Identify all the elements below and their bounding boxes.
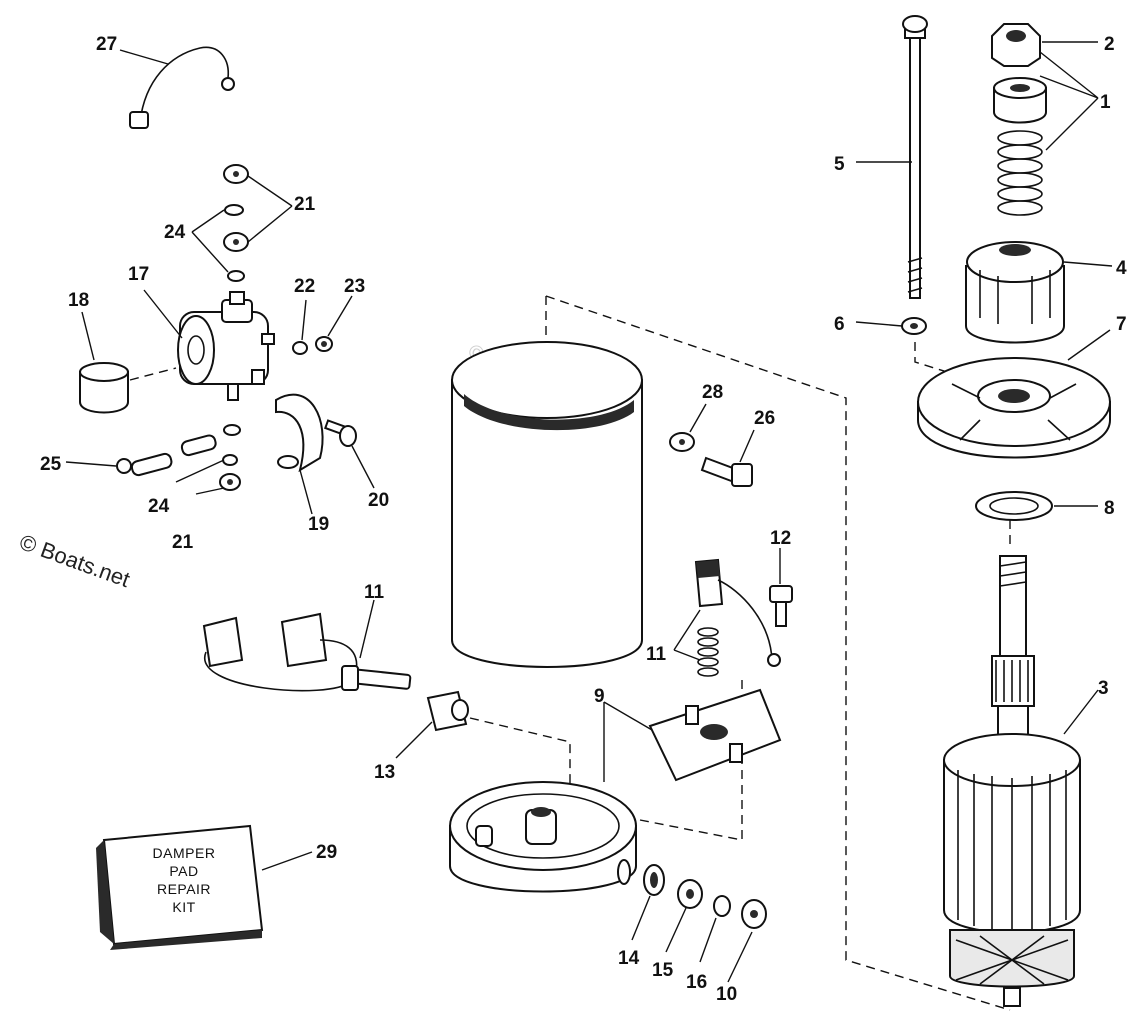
part-2-nut — [991, 23, 1041, 67]
callout-4: 4 — [1116, 258, 1127, 279]
callout-14: 14 — [618, 948, 640, 969]
kit-label-line-2: PAD — [169, 863, 198, 879]
frame-housing — [451, 341, 643, 668]
callout-15: 15 — [652, 960, 674, 981]
part-14-insulator — [643, 864, 665, 896]
part-15-washer — [677, 879, 703, 909]
part-6-washer — [901, 317, 927, 335]
end-cap — [449, 781, 637, 893]
callout-1: 1 — [1100, 92, 1111, 113]
part-1-spacer-spring — [993, 77, 1047, 216]
part-29-kit-box: DAMPER PAD REPAIR KIT — [96, 824, 264, 950]
leader-lines — [65, 41, 1113, 983]
part-9-brush-holder — [648, 688, 782, 782]
copyright-watermark: © Boats.net — [16, 529, 133, 592]
part-18-damper-ring — [79, 362, 129, 414]
part-13-terminal — [426, 690, 469, 732]
part-16-lockwasher — [713, 895, 731, 917]
callout-2: 2 — [1104, 34, 1115, 55]
callout-24-bottom: 24 — [148, 496, 170, 517]
part-12-screw — [769, 585, 793, 627]
part-11-brush-lead — [202, 612, 412, 692]
part-3-armature — [943, 555, 1081, 1007]
callout-18: 18 — [68, 290, 89, 311]
part-21-24-nuts-washers — [219, 164, 333, 491]
part-7-drive-end-cap — [917, 357, 1111, 459]
callout-5: 5 — [834, 154, 845, 175]
kit-label-line-1: DAMPER — [153, 845, 216, 861]
part-8-thrust-washer — [975, 491, 1053, 521]
part-10-nut — [741, 899, 767, 929]
kit-label-line-4: KIT — [172, 899, 195, 915]
callout-13: 13 — [374, 762, 395, 783]
callout-7: 7 — [1116, 314, 1127, 335]
callout-21-top: 21 — [294, 194, 316, 215]
callout-16: 16 — [686, 972, 707, 993]
callout-9: 9 — [594, 686, 605, 707]
part-25-cable — [116, 434, 217, 477]
kit-label-line-3: REPAIR — [157, 881, 211, 897]
callout-8: 8 — [1104, 498, 1115, 519]
part-27-lead-wire — [129, 46, 235, 129]
callout-11-left: 11 — [364, 582, 385, 603]
part-17-solenoid — [177, 291, 275, 401]
part-11-brush-spring — [694, 558, 781, 677]
callout-25: 25 — [40, 454, 62, 475]
callout-24-top: 24 — [164, 222, 186, 243]
part-28-washer — [669, 432, 695, 452]
callout-23: 23 — [344, 276, 365, 297]
callout-27: 27 — [96, 34, 117, 55]
callout-6: 6 — [834, 314, 845, 335]
callout-19: 19 — [308, 514, 329, 535]
callout-numbers: 1 2 3 4 5 6 7 8 9 10 11 11 12 13 14 15 1… — [40, 34, 1127, 1005]
callout-20: 20 — [368, 490, 389, 511]
callout-12: 12 — [770, 528, 791, 549]
part-5-through-bolt — [902, 15, 928, 299]
callout-17: 17 — [128, 264, 149, 285]
callout-10: 10 — [716, 984, 737, 1005]
callout-21-bottom: 21 — [172, 532, 194, 553]
callout-26: 26 — [754, 408, 775, 429]
callout-29: 29 — [316, 842, 337, 863]
part-26-bolt — [700, 456, 753, 487]
callout-3: 3 — [1098, 678, 1109, 699]
callout-11-right: 11 — [646, 644, 667, 665]
part-4-drive-pinion — [965, 241, 1065, 344]
callout-22: 22 — [294, 276, 315, 297]
part-20-screw — [324, 419, 357, 447]
part-19-bracket — [275, 393, 324, 473]
callout-28: 28 — [702, 382, 723, 403]
